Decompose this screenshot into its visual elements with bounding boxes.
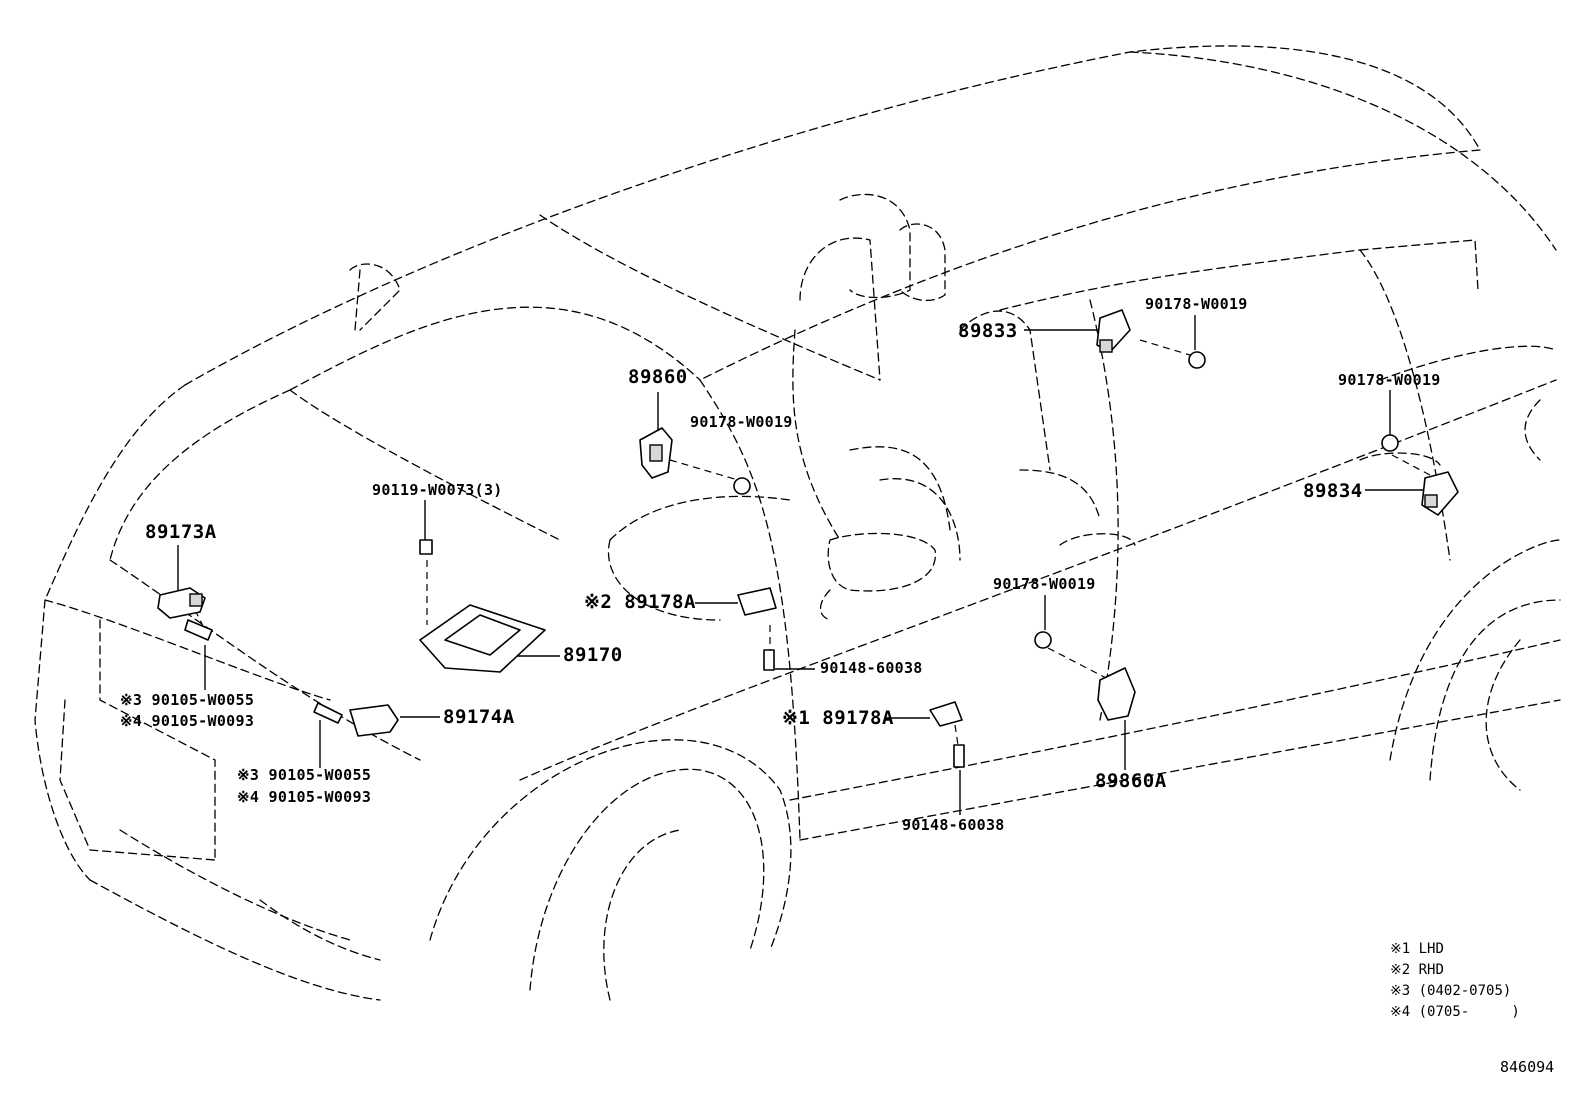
- leader-lines: [177, 315, 1425, 815]
- label-90178-w0019-rear: 90178-W0019: [1338, 371, 1441, 389]
- label-89178A-rhd: ※2 89178A: [584, 591, 696, 613]
- legend-text: RHD: [1418, 962, 1444, 978]
- part-89170-ecu: [419, 604, 546, 673]
- assembly-dashed-lines: [194, 339, 1431, 746]
- part-89834-sensor: [1421, 471, 1459, 516]
- label-89860: 89860: [628, 366, 688, 388]
- label-89834: 89834: [1303, 480, 1363, 502]
- part-89178A-lhd-sensor: [929, 701, 963, 727]
- vehicle-body-outline: [34, 45, 1561, 1001]
- label-90148-60038-upper: 90148-60038: [820, 659, 923, 677]
- label-89178A-lhd: ※1 89178A: [782, 707, 894, 729]
- legend-item: ※4 (0705- ): [1390, 1005, 1520, 1019]
- part-89173A-sensor: [157, 587, 206, 619]
- legend-item: ※2 RHD: [1390, 963, 1444, 977]
- label-90105-w0093-front: ※4 90105-W0093: [120, 712, 255, 730]
- label-89860A: 89860A: [1095, 770, 1167, 792]
- label-90178-w0019-seat: 90178-W0019: [690, 413, 793, 431]
- legend-item: ※1 LHD: [1390, 942, 1444, 956]
- legend-text: (0402-0705): [1418, 983, 1512, 999]
- label-90148-60038-lower: 90148-60038: [902, 816, 1005, 834]
- fastener-nuts: [733, 351, 1399, 649]
- legend-item: ※3 (0402-0705): [1390, 984, 1511, 998]
- legend-mark: ※2: [1390, 962, 1411, 978]
- part-89860A-sensor: [1097, 667, 1136, 721]
- label-89833: 89833: [958, 320, 1018, 342]
- label-90105-w0055-side: ※3 90105-W0055: [237, 766, 372, 784]
- part-89178A-rhd-sensor: [737, 587, 777, 616]
- legend-text: LHD: [1418, 941, 1444, 957]
- label-90178-w0019-floor: 90178-W0019: [993, 575, 1096, 593]
- label-89174A: 89174A: [443, 706, 515, 728]
- legend-mark: ※1: [1390, 941, 1411, 957]
- label-90178-w0019-bpillar: 90178-W0019: [1145, 295, 1248, 313]
- part-89833-sensor: [1096, 309, 1131, 353]
- figure-number: 846094: [1500, 1058, 1555, 1076]
- label-89170: 89170: [563, 644, 623, 666]
- label-89173A: 89173A: [145, 521, 217, 543]
- part-89174A-sensor: [349, 704, 399, 737]
- label-90105-w0093-side: ※4 90105-W0093: [237, 788, 372, 806]
- legend-mark: ※4: [1390, 1004, 1411, 1020]
- part-89860-sensor: [639, 427, 673, 479]
- label-90119-w0073: 90119-W0073(3): [372, 481, 503, 499]
- label-90105-w0055-front: ※3 90105-W0055: [120, 691, 255, 709]
- legend-text: (0705- ): [1418, 1004, 1520, 1020]
- legend-mark: ※3: [1390, 983, 1411, 999]
- fastener-bolts: [184, 539, 965, 768]
